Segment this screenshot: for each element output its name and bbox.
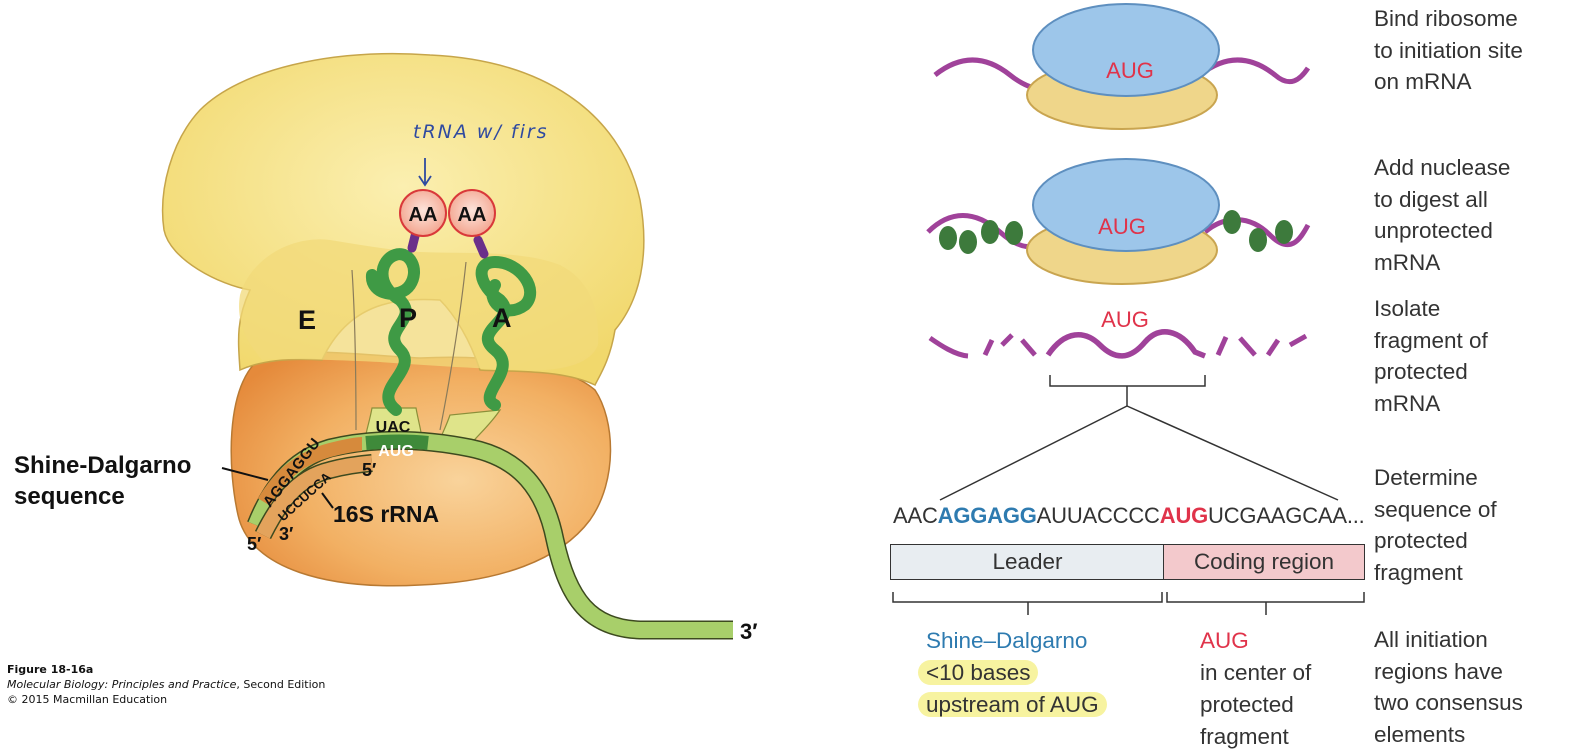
step-4-line-3: protected [1374,528,1468,553]
step-2-line-1: Add nuclease [1374,155,1511,180]
step-5-line-3: two consensus [1374,690,1523,715]
rrna-strand-fill [256,455,373,539]
anticodon-label: UAC [376,419,411,436]
step-3-line-2: fragment of [1374,327,1488,353]
expansion-line-right [1126,405,1339,501]
figure-copyright: © 2015 Macmillan Education [7,693,168,706]
ribosome-bound-2: AUG [926,158,1311,285]
coding-bracket [1166,592,1365,615]
step-1-text: Bind ribosome to initiation site on mRNA [1374,3,1523,98]
aug-note-line1: in center of [1200,660,1312,685]
step-5-text: All initiation regions have two consensu… [1374,624,1523,750]
nuclease-3 [981,220,999,244]
step-4-line-2: sequence of [1374,496,1497,522]
site-divider-2 [439,261,467,431]
mrna-sequence: AACAGGAGGAUUACCCCAUGUCGAAGCAA... [893,503,1365,529]
handwritten-arrow [418,158,432,187]
seq-part-2: AUUACCCC [1036,503,1160,528]
prime-3-mrna: 3′ [740,619,758,644]
step-2-line-2: to digest all [1374,186,1488,212]
nuclease-5 [1223,210,1241,234]
step-4-line-4: fragment [1374,559,1463,585]
sd-note-line2: upstream of AUG [918,692,1107,717]
aug-label-3: AUG [1101,307,1149,332]
amino-acid-p-label: AA [409,204,438,226]
step-5-line-2: regions have [1374,658,1503,684]
coding-region-box: Coding region [1163,544,1365,580]
rrna-leader-line [321,492,334,509]
rrna-label: 16S rRNA [333,501,439,527]
prime-5-mrna: 5′ [247,534,261,554]
aug-segment [365,434,429,450]
sd-note-line1: <10 bases [918,660,1039,685]
fragment-bracket [1049,375,1206,406]
codon-label: AUG [378,443,414,460]
step-2-text: Add nuclease to digest all unprotected m… [1374,152,1510,278]
amino-acid-p [399,189,447,237]
protected-fragment [1045,329,1207,359]
step-1-line-2: to initiation site [1374,37,1523,63]
expansion-line-left [939,405,1128,501]
ribosome-diagram: E P A AA AA UAC AUG [161,52,758,644]
prime-3-rrna: 3′ [279,524,293,544]
figure-number: Figure 18-16a [7,663,94,676]
figure-caption: Figure 18-16a Molecular Biology: Princip… [7,662,325,707]
sd-note-line2-wrap: upstream of AUG [918,689,1107,721]
prime-5-rrna: 5′ [362,460,376,480]
aug-note-title: AUG [1200,628,1249,653]
step-5-line-4: elements [1374,721,1466,747]
nuclease-4 [1005,221,1023,245]
aug-note: AUG in center of protected fragment [1200,625,1311,753]
site-divider-1 [351,269,357,431]
site-p-label: P [399,303,417,333]
ribosome-bound-1: AUG [933,3,1311,130]
nuclease-6 [1249,228,1267,252]
seq-part-1: AAC [893,503,938,528]
sd-leader-line [221,467,269,481]
step-1-line-3: on mRNA [1374,69,1472,94]
nuclease-1 [939,226,957,250]
step-2-line-3: unprotected [1374,218,1493,243]
sd-segment [257,437,363,506]
step-5-line-1: All initiation [1374,627,1488,652]
nuclease-2 [959,230,977,254]
site-e-label: E [298,305,316,335]
sd-note: Shine–Dalgarno <10 bases upstream of AUG [918,625,1107,721]
aug-note-line3: fragment [1200,724,1289,749]
shine-dalgarno-label: Shine-Dalgarno sequence [14,450,191,512]
leader-box: Leader [890,544,1165,580]
aug-note-line2: protected [1200,692,1294,717]
mrna-fragments: AUG [928,307,1308,359]
sd-note-line1-wrap: <10 bases [918,657,1107,689]
amino-acid-a [448,189,496,237]
aug-label-2: AUG [1098,214,1146,239]
shine-dalgarno-label-line1: Shine-Dalgarno [14,452,192,479]
amino-acid-a-label: AA [458,204,487,226]
aug-label-1: AUG [1106,58,1154,83]
leader-bracket [892,592,1163,615]
step-3-line-1: Isolate [1374,296,1441,321]
step-4-line-1: Determine [1374,465,1478,490]
step-2-line-4: mRNA [1374,249,1441,275]
workflow-diagram: AUG AUG AUG [892,3,1365,615]
shine-dalgarno-label-line2: sequence [14,483,125,510]
step-3-line-4: mRNA [1374,390,1441,416]
sd-note-title: Shine–Dalgarno [926,628,1088,653]
seq-shine-dalgarno: AGGAGG [937,503,1037,528]
handwritten-note: tRNA w/ firs [413,121,549,143]
book-edition: , Second Edition [236,678,326,691]
step-1-line-1: Bind ribosome [1374,6,1518,31]
step-3-line-3: protected [1374,359,1468,384]
figure-source: Molecular Biology: Principles and Practi… [7,677,325,692]
trna-cavity [239,239,599,371]
book-title: Molecular Biology: Principles and Practi… [7,678,237,691]
seq-start-codon: AUG [1159,503,1209,528]
step-4-text: Determine sequence of protected fragment [1374,462,1497,588]
nuclease-7 [1275,220,1293,244]
step-3-text: Isolate fragment of protected mRNA [1374,293,1488,419]
seq-part-3: UCGAAGCAA... [1208,503,1365,528]
site-a-label: A [492,303,512,333]
